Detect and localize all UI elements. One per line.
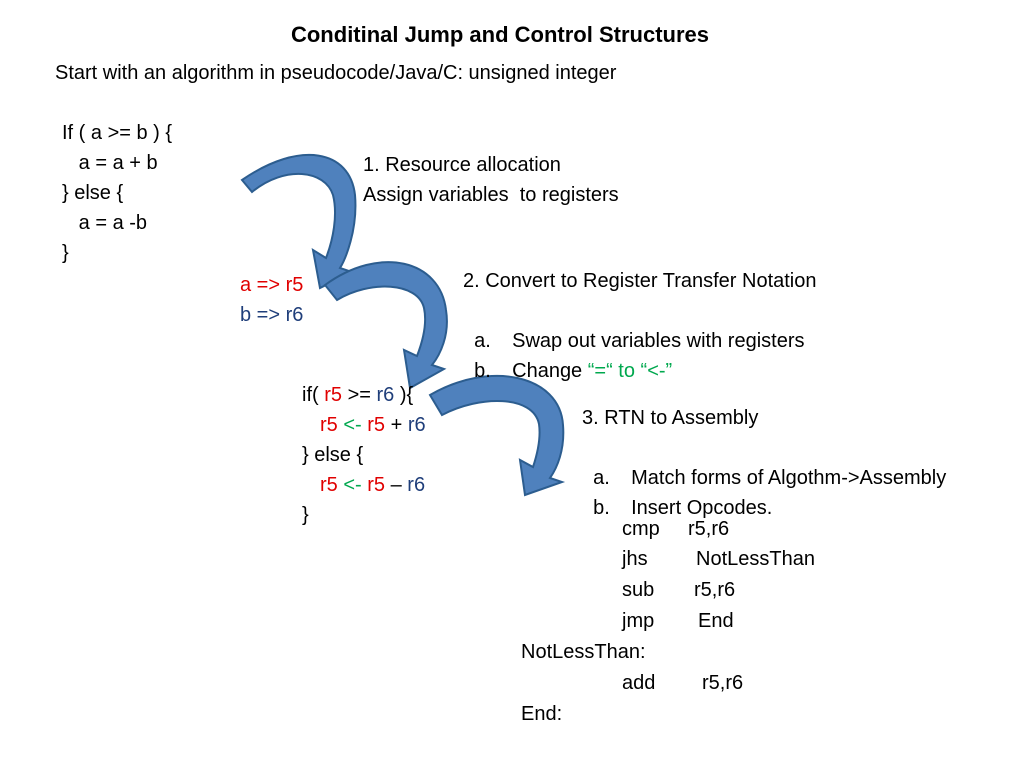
asm-line: sub r5,r6 <box>622 575 735 605</box>
list-marker: a. <box>474 330 491 352</box>
register-r5: r5 <box>367 414 386 436</box>
rtn-line: } <box>302 504 309 526</box>
asm-operand: r5,r6 <box>688 518 730 540</box>
transfer-arrow: <- <box>337 474 368 496</box>
pseudocode-line: If ( a >= b ) { <box>62 122 173 144</box>
rtn-operator: >= <box>342 384 377 406</box>
asm-operand: r5,r6 <box>702 672 744 694</box>
asm-opcode: sub <box>622 579 655 601</box>
rtn-line: if( r5 >= r6 ){ <box>302 380 413 410</box>
asm-opcode: jmp <box>622 610 655 632</box>
page-title: Conditinal Jump and Control Structures <box>290 22 709 47</box>
rtn-text: ){ <box>394 384 414 406</box>
step1-description: Assign variables to registers <box>363 184 619 206</box>
to-word: to <box>612 360 641 382</box>
register-map-a: a => r5 <box>240 274 304 296</box>
step3-item: b. Insert Opcodes. <box>582 463 772 523</box>
asm-operand: NotLessThan <box>696 548 815 570</box>
list-marker: a. <box>593 467 610 489</box>
step2-heading: 2. Convert to Register Transfer Notation <box>463 270 817 292</box>
asm-line: add r5,r6 <box>622 668 743 698</box>
register-r6: r6 <box>407 474 426 496</box>
register-r5: r5 <box>324 384 343 406</box>
pseudocode-line: a = a -b <box>62 212 148 234</box>
rtn-text: if( <box>302 384 325 406</box>
register-map-b: b => r6 <box>240 304 304 326</box>
asm-opcode: add <box>622 672 656 694</box>
register-r6: r6 <box>376 384 395 406</box>
rtn-operator: + <box>385 414 408 436</box>
step3-item: a. Match forms of Algothm->Assembly <box>582 433 946 493</box>
equals-symbol: “=“ <box>587 360 613 382</box>
pseudocode-line: } <box>62 242 69 264</box>
rtn-line: r5 <- r5 – r6 <box>320 470 425 500</box>
step2-item: b. Change “=“ to “<-” <box>463 326 672 386</box>
transfer-arrow: <- <box>337 414 368 436</box>
step1-heading: 1. Resource allocation <box>363 154 561 176</box>
register-r5: r5 <box>320 414 338 436</box>
curved-arrow-3 <box>428 374 566 497</box>
curved-arrow-2 <box>323 261 448 390</box>
asm-line: jmp End <box>622 606 734 636</box>
step3-heading: 3. RTN to Assembly <box>582 407 759 429</box>
register-r5: r5 <box>320 474 338 496</box>
arrow-symbol: “<-” <box>640 360 673 382</box>
asm-opcode: cmp <box>622 518 660 540</box>
curved-arrow-1 <box>240 154 357 290</box>
asm-operand: r5,r6 <box>694 579 736 601</box>
rtn-line: r5 <- r5 + r6 <box>320 410 426 440</box>
list-text: Match forms of Algothm->Assembly <box>631 467 947 489</box>
page-subtitle: Start with an algorithm in pseudocode/Ja… <box>55 62 617 84</box>
register-r5: r5 <box>367 474 386 496</box>
list-text: Change <box>512 360 588 382</box>
list-text: Swap out variables with registers <box>512 330 805 352</box>
register-r6: r6 <box>407 414 426 436</box>
asm-label: End: <box>521 703 563 725</box>
pseudocode-line: } else { <box>62 182 124 204</box>
asm-line: cmp r5,r6 <box>622 514 729 544</box>
pseudocode-line: a = a + b <box>62 152 158 174</box>
asm-label: NotLessThan: <box>521 641 646 663</box>
asm-opcode: jhs <box>622 548 648 570</box>
step2-item: a. Swap out variables with registers <box>463 296 804 356</box>
rtn-operator: – <box>385 474 408 496</box>
rtn-line: } else { <box>302 444 364 466</box>
asm-line: jhs NotLessThan <box>622 544 815 574</box>
list-marker: b. <box>474 360 491 382</box>
asm-operand: End <box>698 610 734 632</box>
list-marker: b. <box>593 497 610 519</box>
list-text: Insert Opcodes. <box>631 497 773 519</box>
